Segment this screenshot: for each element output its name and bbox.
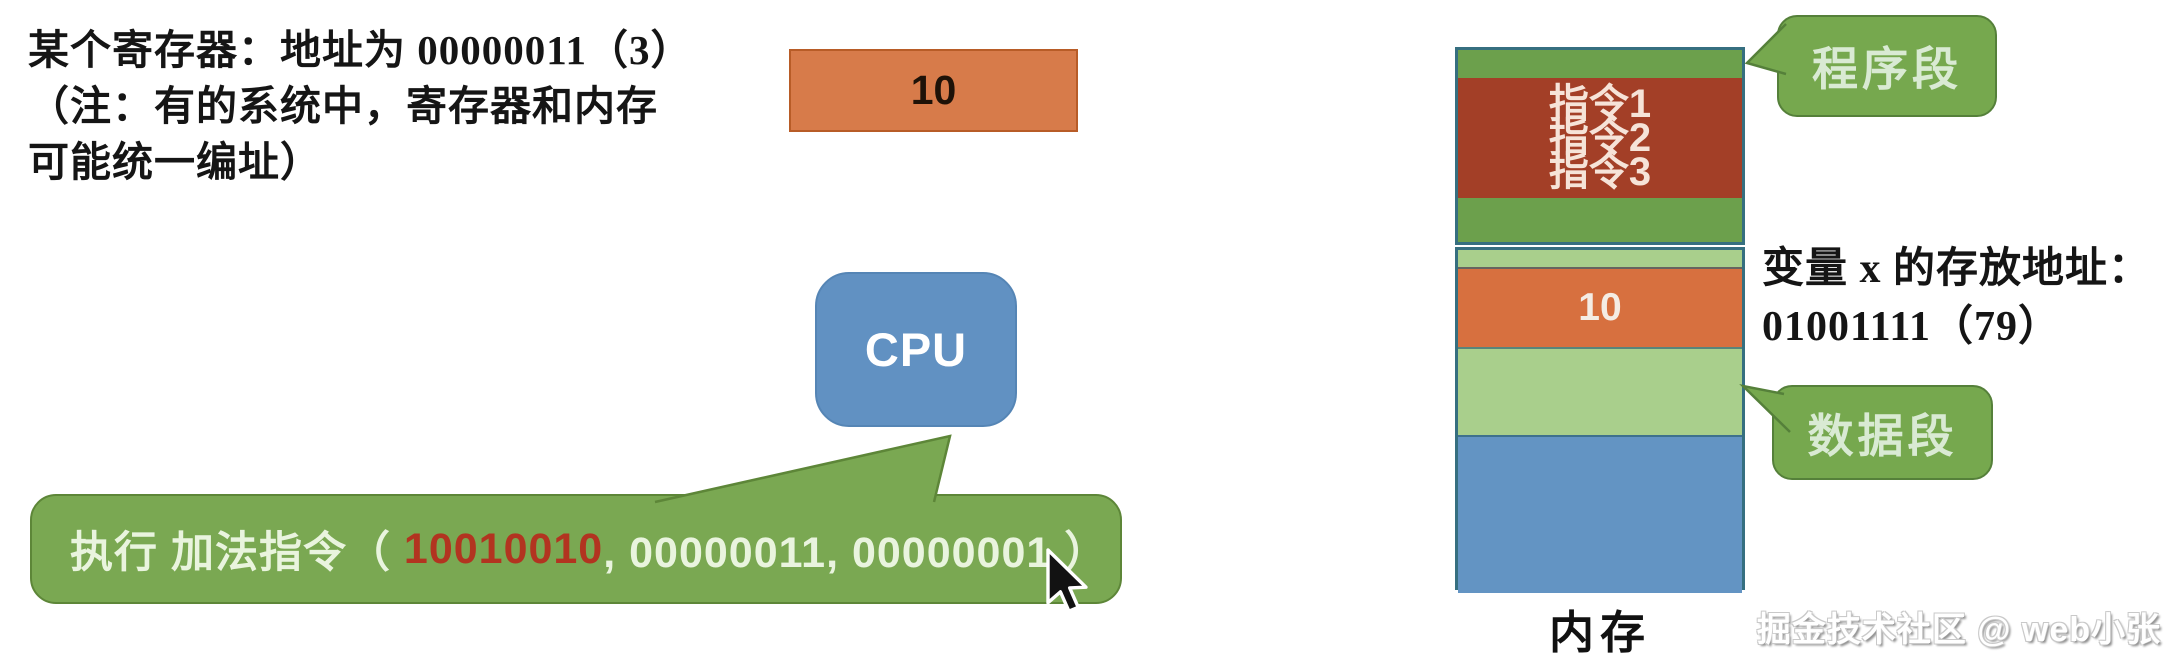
memory-segment-lightgreen-strip	[1458, 250, 1742, 267]
cpu-label: CPU	[864, 323, 968, 376]
memory-segment-lightgreen-large	[1458, 347, 1742, 435]
memory-label: 内存	[1548, 608, 1651, 656]
register-note-line1: 某个寄存器：地址为 00000011（3）	[28, 27, 693, 73]
instruction-prefix: 执行 加法指令（	[70, 529, 404, 577]
memory-segment-green-bottom	[1458, 198, 1742, 242]
data-segment-callout: 数据段	[1772, 385, 1993, 480]
register-note-line2: （注：有的系统中，寄存器和内存	[28, 83, 658, 129]
variable-address-line2: 01001111（79）	[1762, 304, 2062, 350]
cpu-box: CPU	[815, 272, 1017, 427]
register-value-box: 10	[789, 49, 1078, 132]
memory-segment-variable-x: 10	[1458, 267, 1742, 347]
variable-x-value: 10	[1578, 286, 1622, 329]
instruction-3-label: 指令3	[1548, 150, 1652, 194]
memory-segment-instructions: 指令1 指令2 指令3	[1458, 78, 1742, 198]
instruction-opcode: 10010010	[403, 524, 604, 573]
register-note: 某个寄存器：地址为 00000011（3） （注：有的系统中，寄存器和内存 可能…	[28, 22, 818, 190]
data-segment-label: 数据段	[1807, 410, 1958, 462]
memory-segment-blue	[1458, 435, 1742, 593]
register-value: 10	[910, 67, 957, 113]
program-segment-label: 程序段	[1812, 44, 1962, 95]
instruction-bubble-tail	[654, 434, 952, 504]
instruction-operands: , 00000011, 00000001 ）	[603, 529, 1109, 577]
memory-data-block: 10	[1455, 247, 1745, 593]
register-note-line3: 可能统一编址）	[28, 139, 322, 185]
variable-address-note: 变量 x 的存放地址： 01001111（79）	[1762, 240, 2169, 356]
instruction-1-label: 指令1	[1548, 82, 1652, 126]
instruction-bubble: 执行 加法指令（ 10010010, 00000011, 00000001 ）	[30, 494, 1122, 604]
program-segment-callout: 程序段	[1777, 15, 1997, 117]
watermark: 掘金技术社区 @ web小张	[1756, 611, 2161, 649]
memory-program-block: 指令1 指令2 指令3	[1455, 47, 1745, 245]
memory-segment-green-top	[1458, 50, 1742, 78]
instruction-2-label: 指令2	[1548, 116, 1652, 160]
variable-address-line1: 变量 x 的存放地址：	[1762, 246, 2152, 292]
